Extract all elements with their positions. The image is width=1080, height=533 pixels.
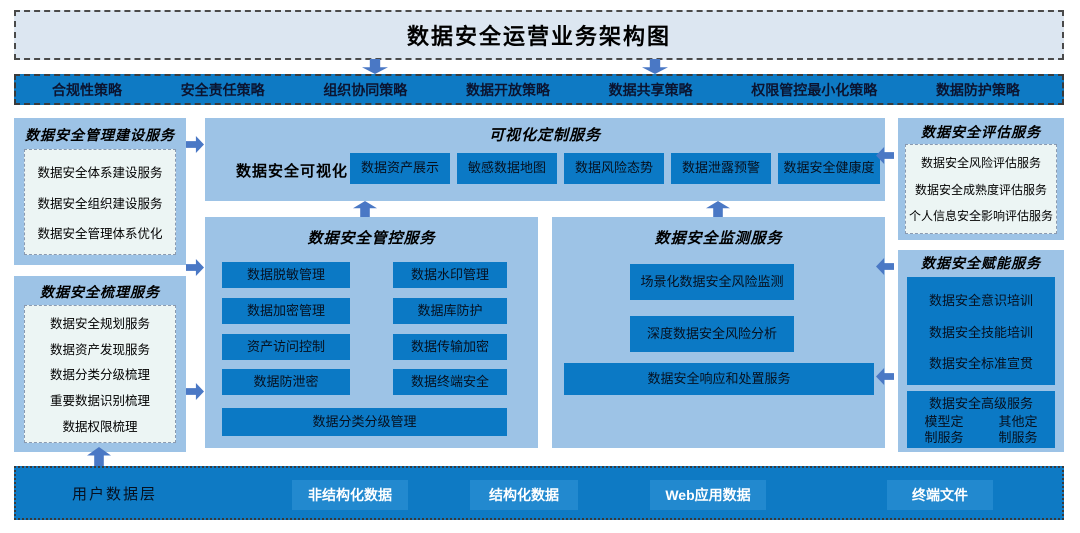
enablement-training-block: 数据安全意识培训 数据安全技能培训 数据安全标准宣贯 — [907, 277, 1055, 385]
enablement-item: 数据安全意识培训 — [928, 292, 1033, 308]
management-item: 数据安全管理体系优化 — [37, 227, 163, 242]
management-item: 数据安全组织建设服务 — [37, 196, 163, 211]
visualization-chip: 数据风险态势 — [564, 153, 664, 184]
policy-item: 合规性策略 — [52, 81, 122, 98]
diagram-title-box: 数据安全运营业务架构图 — [14, 10, 1064, 60]
visualization-services-box: 可视化定制服务 数据安全可视化 数据资产展示 敏感数据地图 数据风险态势 数据泄… — [205, 118, 885, 201]
monitoring-chip: 场景化数据安全风险监测 — [630, 264, 794, 300]
monitoring-chip: 深度数据安全风险分析 — [630, 316, 794, 352]
visualization-title: 可视化定制服务 — [488, 128, 601, 144]
sorting-item: 数据安全规划服务 — [49, 316, 150, 331]
diagram-title: 数据安全运营业务架构图 — [406, 24, 671, 49]
control-chip: 数据加密管理 — [222, 298, 350, 324]
assessment-item: 数据安全成熟度评估服务 — [914, 182, 1047, 197]
assessment-item: 数据安全风险评估服务 — [920, 156, 1041, 171]
sorting-item: 数据分类分级梳理 — [49, 368, 150, 383]
arrow-right-icon — [186, 383, 204, 400]
user-data-layer-label: 用户数据层 — [72, 485, 158, 503]
control-chip: 数据传输加密 — [393, 334, 507, 360]
enablement-advanced-block: 数据安全高级服务 模型定制服务 其他定制服务 — [907, 391, 1055, 448]
control-chip: 数据终端安全 — [393, 369, 507, 395]
sorting-services-title: 数据安全梳理服务 — [40, 286, 160, 301]
management-services-title: 数据安全管理建设服务 — [25, 129, 175, 144]
visualization-chip: 数据安全健康度 — [778, 153, 880, 184]
assessment-services-panel: 数据安全风险评估服务 数据安全成熟度评估服务 个人信息安全影响评估服务 — [905, 144, 1057, 234]
policy-item: 数据开放策略 — [465, 81, 550, 98]
control-chip: 资产访问控制 — [222, 334, 350, 360]
assessment-item: 个人信息安全影响评估服务 — [908, 208, 1053, 223]
control-chip: 数据脱敏管理 — [222, 262, 350, 288]
sorting-services-box: 数据安全梳理服务 数据安全规划服务 数据资产发现服务 数据分类分级梳理 重要数据… — [14, 276, 186, 452]
advanced-services-title: 数据安全高级服务 — [928, 395, 1033, 411]
data-source-chip: 终端文件 — [887, 480, 993, 510]
assessment-services-title: 数据安全评估服务 — [921, 126, 1041, 141]
advanced-item: 其他定制服务 — [998, 413, 1038, 445]
assessment-services-box: 数据安全评估服务 数据安全风险评估服务 数据安全成熟度评估服务 个人信息安全影响… — [898, 118, 1064, 240]
data-source-chip: Web应用数据 — [650, 480, 766, 510]
monitoring-services-box: 数据安全监测服务 场景化数据安全风险监测 深度数据安全风险分析 数据安全响应和处… — [552, 217, 885, 448]
policy-bar: 合规性策略 安全责任策略 组织协同策略 数据开放策略 数据共享策略 权限管控最小… — [14, 74, 1064, 105]
management-item: 数据安全体系建设服务 — [37, 165, 163, 180]
arrow-down-icon — [642, 59, 668, 74]
sorting-item: 数据权限梳理 — [62, 420, 138, 435]
arrow-up-icon — [706, 201, 730, 217]
enablement-item: 数据安全技能培训 — [928, 324, 1033, 340]
policy-item: 组织协同策略 — [323, 81, 408, 98]
management-services-box: 数据安全管理建设服务 数据安全体系建设服务 数据安全组织建设服务 数据安全管理体… — [14, 118, 186, 265]
policy-item: 数据共享策略 — [608, 81, 693, 98]
control-services-box: 数据安全管控服务 数据脱敏管理 数据加密管理 资产访问控制 数据防泄密 数据水印… — [205, 217, 538, 448]
data-source-chip: 结构化数据 — [470, 480, 578, 510]
control-services-title: 数据安全管控服务 — [307, 231, 436, 247]
monitoring-services-title: 数据安全监测服务 — [654, 231, 783, 247]
control-wide-chip: 数据分类分级管理 — [222, 408, 507, 436]
arrow-right-icon — [186, 259, 204, 276]
enablement-item: 数据安全标准宣贯 — [928, 356, 1033, 372]
arrow-up-icon — [353, 201, 377, 217]
enablement-services-title: 数据安全赋能服务 — [921, 257, 1041, 272]
enablement-services-box: 数据安全赋能服务 数据安全意识培训 数据安全技能培训 数据安全标准宣贯 数据安全… — [898, 250, 1064, 452]
visualization-label: 数据安全可视化 — [235, 162, 348, 180]
advanced-services-row: 模型定制服务 其他定制服务 — [907, 414, 1055, 447]
visualization-chip: 数据资产展示 — [350, 153, 450, 184]
management-services-panel: 数据安全体系建设服务 数据安全组织建设服务 数据安全管理体系优化 — [24, 149, 176, 255]
sorting-services-panel: 数据安全规划服务 数据资产发现服务 数据分类分级梳理 重要数据识别梳理 数据权限… — [24, 305, 176, 443]
data-source-chip: 非结构化数据 — [292, 480, 408, 510]
visualization-chip: 敏感数据地图 — [457, 153, 557, 184]
policy-item: 数据防护策略 — [935, 81, 1020, 98]
control-chip: 数据水印管理 — [393, 262, 507, 288]
sorting-item: 数据资产发现服务 — [49, 342, 150, 357]
policy-item: 权限管控最小化策略 — [751, 81, 878, 98]
sorting-item: 重要数据识别梳理 — [49, 394, 150, 409]
policy-item: 安全责任策略 — [180, 81, 265, 98]
control-chip: 数据库防护 — [393, 298, 507, 324]
arrow-right-icon — [186, 136, 204, 153]
arrow-down-icon — [362, 59, 388, 74]
visualization-chip: 数据泄露预警 — [671, 153, 771, 184]
monitoring-wide-chip: 数据安全响应和处置服务 — [564, 363, 874, 395]
user-data-layer-bar: 用户数据层 非结构化数据 结构化数据 Web应用数据 终端文件 — [14, 466, 1064, 520]
control-chip: 数据防泄密 — [222, 369, 350, 395]
advanced-item: 模型定制服务 — [924, 413, 964, 445]
